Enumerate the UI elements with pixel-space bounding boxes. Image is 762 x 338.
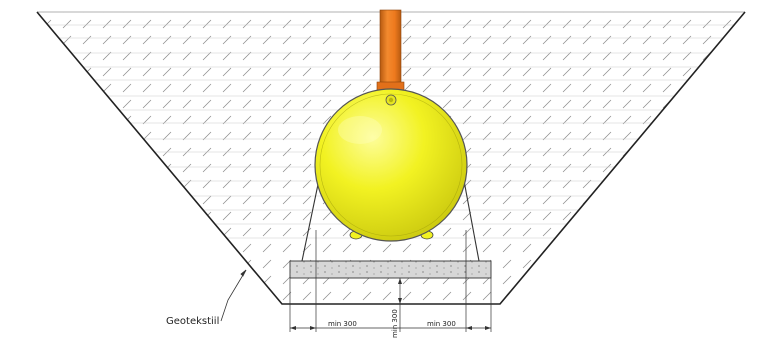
riser-pipe xyxy=(376,9,405,91)
dimension-vertical-label: min 300 xyxy=(391,309,399,338)
dimension-arrows xyxy=(290,278,491,330)
geotextile-leader xyxy=(220,269,247,322)
dimension-left-label: min 300 xyxy=(328,320,357,328)
excavation-walls xyxy=(36,11,746,305)
concrete-slab xyxy=(289,260,492,279)
tank xyxy=(314,88,468,242)
dimension-lines xyxy=(289,230,492,332)
dimension-right-label: min 300 xyxy=(427,320,456,328)
geotextile-label: Geotekstiil xyxy=(166,316,219,327)
